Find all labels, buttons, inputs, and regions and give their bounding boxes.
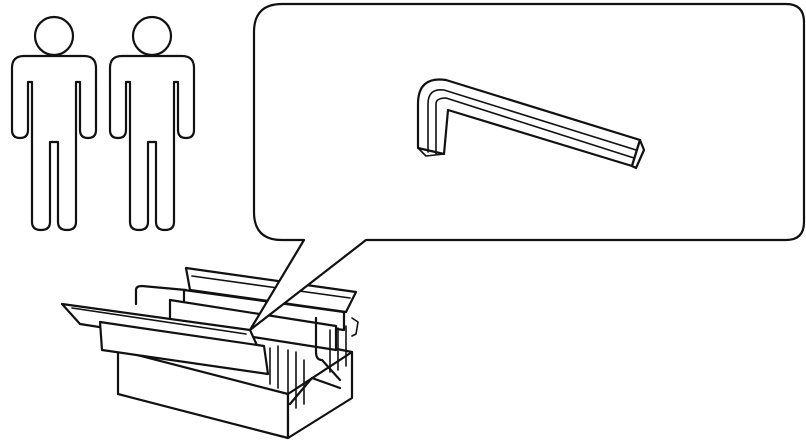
person-icon-1 bbox=[10, 15, 98, 232]
toolbox-icon bbox=[60, 266, 359, 440]
callout-bubble bbox=[248, 2, 806, 332]
person-icon-2 bbox=[108, 15, 196, 232]
hex-key-icon bbox=[416, 78, 646, 170]
